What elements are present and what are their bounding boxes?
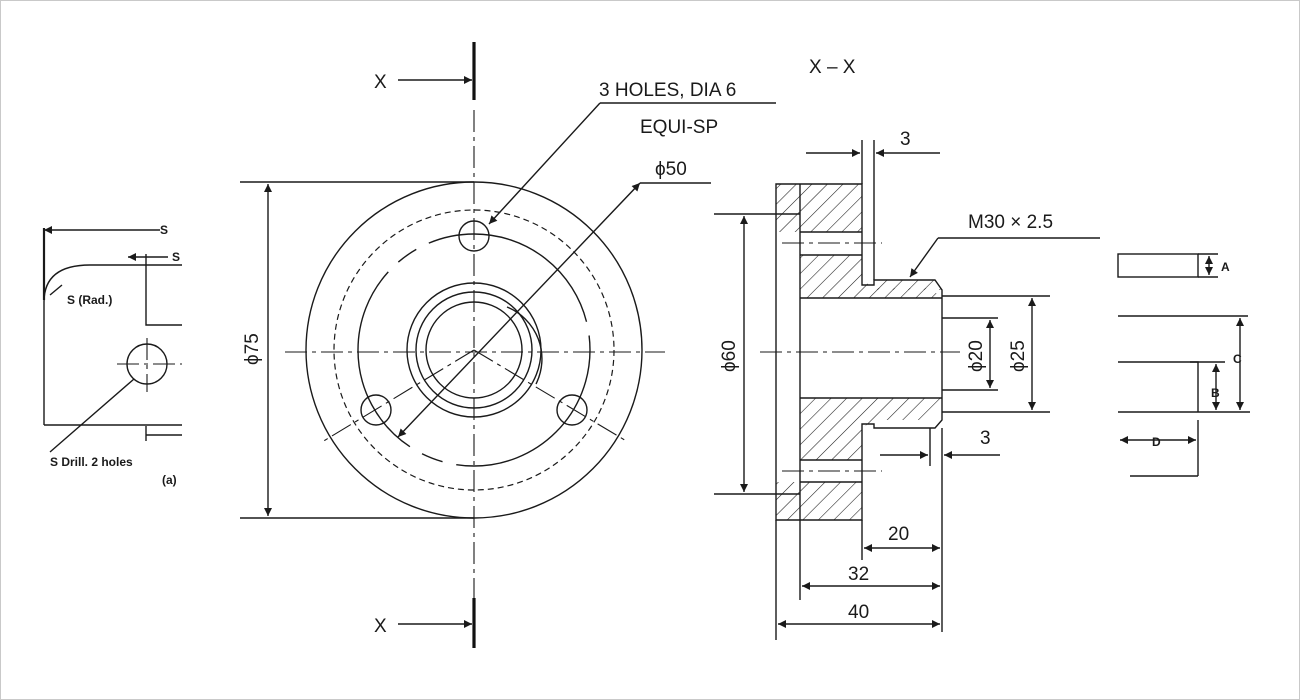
thk-bottom-label: 3	[980, 428, 991, 449]
dia20-label: ϕ20	[966, 340, 987, 372]
cut-label-top: X	[374, 72, 387, 93]
len20-label: 20	[888, 524, 909, 545]
holes-note-line1: 3 HOLES, DIA 6	[599, 80, 736, 101]
dia60-label: ϕ60	[719, 340, 740, 372]
len40-label: 40	[848, 602, 869, 623]
key-d-label: D	[1152, 435, 1161, 449]
detail-a-view	[42, 226, 182, 453]
key-b-label: B	[1211, 386, 1220, 400]
dia25-label: ϕ25	[1008, 340, 1029, 372]
detail-a-drill-label: S Drill. 2 holes	[50, 455, 133, 469]
key-symbols	[1117, 253, 1250, 477]
cut-label-bottom: X	[374, 616, 387, 637]
detail-a-s-top-label: S	[160, 223, 168, 237]
holes-note-line2: EQUI-SP	[640, 117, 718, 138]
pcd-label: ϕ50	[655, 159, 687, 180]
thread-label: M30 × 2.5	[968, 212, 1053, 233]
section-view	[714, 140, 1100, 640]
key-a-label: A	[1221, 260, 1230, 274]
thk-top-label: 3	[900, 129, 911, 150]
outer-dia-label: ϕ75	[242, 333, 263, 365]
detail-a-radius-label: S (Rad.)	[67, 293, 112, 307]
key-c-label: C	[1233, 352, 1242, 366]
detail-a-s-second-label: S	[172, 250, 180, 264]
detail-a-figure-label: (a)	[162, 473, 177, 487]
front-view	[240, 42, 776, 648]
len32-label: 32	[848, 564, 869, 585]
section-title: X – X	[809, 57, 856, 78]
